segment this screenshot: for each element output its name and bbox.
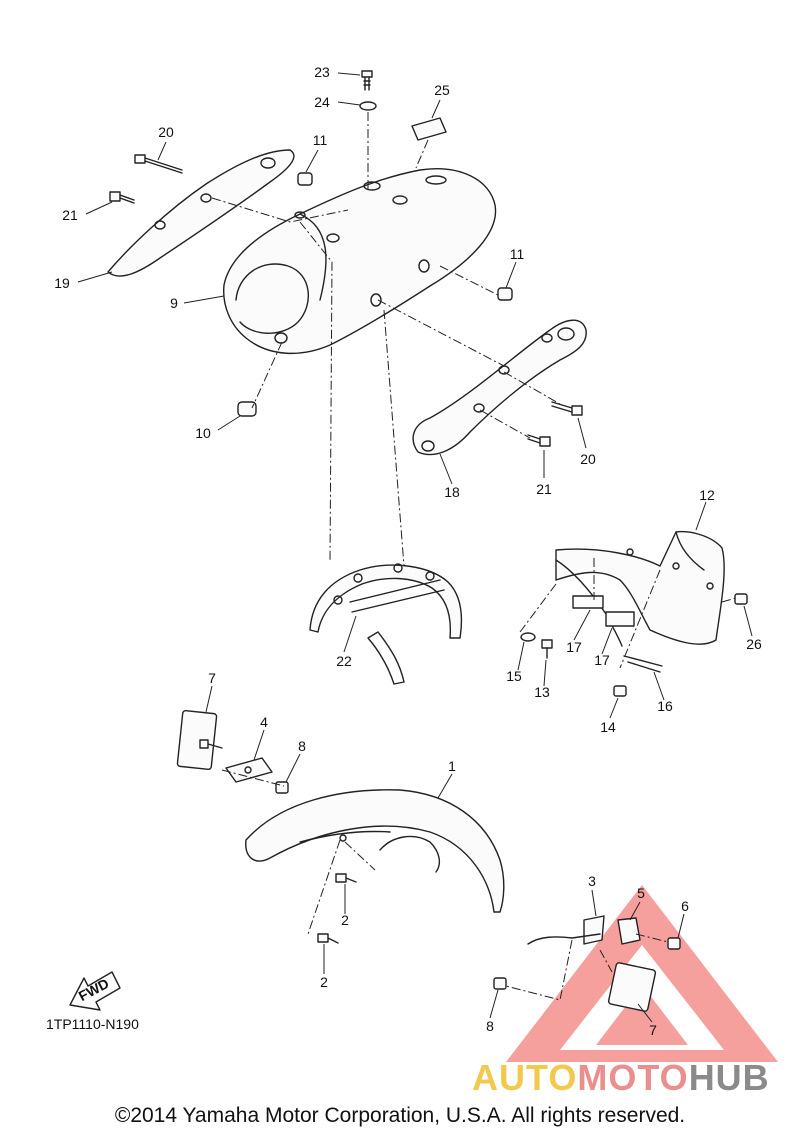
watermark-part-1: AUTO bbox=[472, 1057, 578, 1098]
callout-5: 5 bbox=[637, 885, 645, 901]
leader-lines bbox=[77, 72, 753, 1023]
callout-7-left: 7 bbox=[208, 670, 216, 686]
callout-17-b: 17 bbox=[594, 652, 610, 668]
grommet-11-right bbox=[497, 287, 513, 301]
watermark-text: AUTOMOTOHUB bbox=[472, 1057, 770, 1099]
nut-14 bbox=[613, 685, 627, 697]
callout-2-lower: 2 bbox=[320, 974, 328, 990]
callout-21-left: 21 bbox=[62, 207, 78, 223]
callout-24: 24 bbox=[314, 94, 330, 110]
callout-12: 12 bbox=[699, 487, 715, 503]
rear-fender bbox=[223, 168, 497, 355]
callout-23: 23 bbox=[314, 64, 330, 80]
callout-11-top: 11 bbox=[313, 132, 328, 148]
callout-21-right: 21 bbox=[536, 481, 552, 497]
spacer-17-a bbox=[572, 595, 604, 609]
bracket-3 bbox=[583, 915, 605, 945]
spacer-17-b bbox=[605, 611, 635, 627]
callout-16: 16 bbox=[657, 698, 673, 714]
callout-25: 25 bbox=[434, 82, 450, 98]
grommet-11-top bbox=[297, 172, 313, 186]
bolt-13 bbox=[541, 639, 553, 659]
callout-numbers: 23 24 25 20 11 21 19 9 11 10 20 21 18 12… bbox=[54, 64, 762, 1038]
watermark-part-2: MOTO bbox=[577, 1057, 689, 1098]
nut-8-left bbox=[275, 781, 289, 794]
callout-11-right: 11 bbox=[510, 246, 525, 262]
bolt-2-lower bbox=[317, 933, 339, 944]
watermark-part-3: HUB bbox=[688, 1057, 770, 1098]
copyright-notice: ©2014 Yamaha Motor Corporation, U.S.A. A… bbox=[114, 1104, 686, 1127]
nut-8-right bbox=[493, 977, 507, 990]
callout-4: 4 bbox=[260, 714, 268, 730]
callout-19: 19 bbox=[54, 275, 70, 291]
grommet-10 bbox=[237, 401, 257, 417]
fwd-arrow-icon: FWD bbox=[69, 971, 121, 1011]
bolt-6 bbox=[667, 937, 681, 950]
callout-2-upper: 2 bbox=[341, 912, 349, 928]
diagram-code: 1TP1110-N190 bbox=[46, 1016, 139, 1032]
washer-15 bbox=[520, 632, 536, 642]
bolt-21-left bbox=[109, 191, 135, 204]
callout-17-a: 17 bbox=[566, 639, 582, 655]
bolt-20-left bbox=[134, 154, 183, 174]
clip-16 bbox=[623, 655, 663, 673]
callout-8-right: 8 bbox=[486, 1018, 494, 1034]
callout-14: 14 bbox=[600, 719, 616, 735]
callout-26: 26 bbox=[746, 636, 762, 652]
callout-3: 3 bbox=[588, 873, 596, 889]
bolt-2-upper bbox=[335, 873, 357, 883]
side-rail-18 bbox=[412, 319, 587, 456]
callout-15: 15 bbox=[506, 668, 522, 684]
side-rail-19 bbox=[107, 149, 295, 277]
bolt-21-right bbox=[527, 434, 551, 447]
reflector-7-right bbox=[607, 962, 657, 1012]
washer-24 bbox=[359, 101, 377, 111]
callout-7-right: 7 bbox=[649, 1022, 657, 1038]
bracket-5 bbox=[617, 917, 641, 945]
assembly-lines bbox=[211, 112, 737, 1001]
callout-22: 22 bbox=[336, 653, 352, 669]
fender-stay-4 bbox=[225, 757, 273, 783]
bolt-7-left bbox=[199, 739, 223, 749]
front-fender bbox=[245, 789, 505, 913]
callout-8-left: 8 bbox=[298, 738, 306, 754]
callout-9: 9 bbox=[170, 295, 178, 311]
bolt-20-right bbox=[551, 401, 583, 416]
callout-10: 10 bbox=[195, 425, 211, 441]
bolt-23 bbox=[361, 70, 373, 91]
callout-18: 18 bbox=[444, 484, 460, 500]
callout-20-left: 20 bbox=[158, 124, 174, 140]
callout-6: 6 bbox=[681, 898, 689, 914]
nut-26 bbox=[734, 593, 748, 605]
rear-flap-12 bbox=[555, 530, 725, 647]
callout-20-right: 20 bbox=[580, 451, 596, 467]
fender-bracket-22 bbox=[309, 563, 463, 685]
reflector-7-left bbox=[176, 709, 218, 771]
stay-rod bbox=[527, 933, 601, 945]
callout-13: 13 bbox=[534, 684, 550, 700]
decal-25 bbox=[411, 117, 447, 141]
callout-1: 1 bbox=[448, 758, 456, 774]
